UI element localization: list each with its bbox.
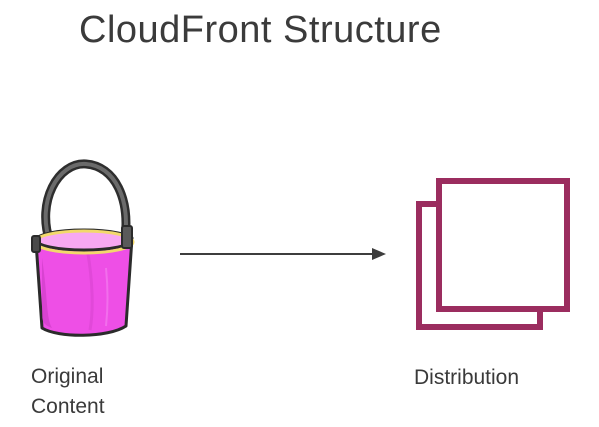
- distribution-label: Distribution: [414, 366, 520, 389]
- origin-label-line2: Content: [31, 395, 105, 418]
- origin-label: Original Content: [31, 362, 105, 422]
- origin-label-line1: Original: [31, 365, 104, 388]
- bucket-icon: [31, 159, 135, 337]
- slide-title: CloudFront Structure: [79, 9, 442, 51]
- front-square: [436, 178, 570, 312]
- arrow-connector: [180, 248, 386, 260]
- stacked-squares-icon: [416, 178, 570, 330]
